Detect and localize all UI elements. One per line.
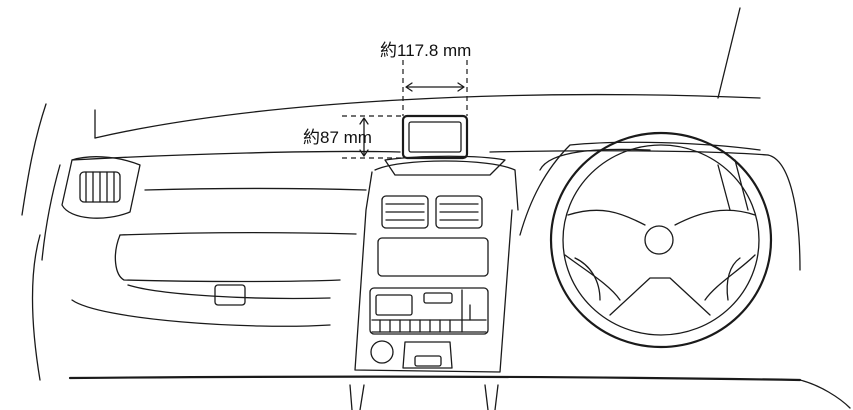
steering-wheel <box>549 131 773 349</box>
height-label: 約87 mm <box>303 128 372 147</box>
left-air-vent <box>61 156 141 219</box>
dashboard-bottom <box>68 375 851 410</box>
mounted-device <box>401 114 469 160</box>
center-console <box>354 155 519 373</box>
glove-box <box>71 187 367 327</box>
right-dashboard <box>519 141 761 236</box>
dashboard-top <box>31 150 801 381</box>
windshield <box>21 7 761 261</box>
width-dimension <box>402 60 468 116</box>
width-label: 約117.8 mm <box>380 41 471 60</box>
height-dimension <box>342 115 403 159</box>
